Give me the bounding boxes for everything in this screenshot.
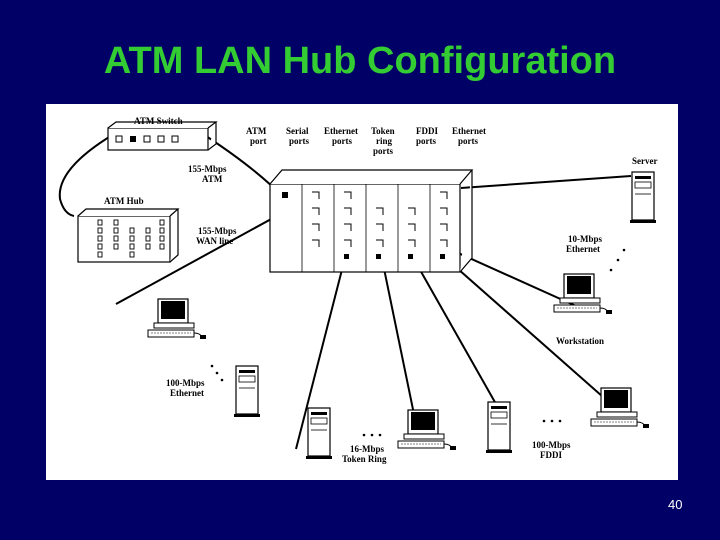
label-155-wan-2: WAN line xyxy=(196,236,233,246)
diagram-panel: ATM Switch ATM Hub xyxy=(46,104,678,480)
hub-token-ring-line-2 xyxy=(380,253,417,425)
label-atm-port-2: port xyxy=(250,136,267,146)
atm-hub: ATM Hub xyxy=(77,196,180,263)
lan-hub-chassis xyxy=(269,169,474,273)
server-label: Server xyxy=(632,156,657,166)
label-100mbps-fddi-1: 100-Mbps xyxy=(532,440,571,450)
label-ethernet-ports-2: ports xyxy=(332,136,352,146)
server: Server xyxy=(629,156,657,224)
ellipsis-dots-fddi xyxy=(542,419,562,423)
workstation-label: Workstation xyxy=(556,336,604,346)
atm-switch-label: ATM Switch xyxy=(134,116,183,126)
label-155-atm-2: ATM xyxy=(202,174,223,184)
label-ethernet-ports-b-1: Ethernet xyxy=(452,126,486,136)
label-atm-port-1: ATM xyxy=(246,126,267,136)
label-100mbps-ethernet-1: 100-Mbps xyxy=(166,378,205,388)
label-155-atm-1: 155-Mbps xyxy=(188,164,227,174)
hub-token-ring-line-1 xyxy=(295,253,347,450)
label-serial-ports-1: Serial xyxy=(286,126,309,136)
atm-hub-label: ATM Hub xyxy=(104,196,144,206)
hub-server-line xyxy=(460,175,632,189)
atm-hub-link xyxy=(58,133,115,217)
hub-fddi-line-2 xyxy=(440,253,612,405)
label-token-ring-2: ring xyxy=(376,136,393,146)
ellipsis-dots-left xyxy=(210,364,224,382)
label-16mbps-token-ring-1: 16-Mbps xyxy=(350,444,385,454)
fddi-tower xyxy=(485,401,513,454)
label-ethernet-ports-1: Ethernet xyxy=(324,126,358,136)
label-fddi-ports-2: ports xyxy=(416,136,436,146)
slide-title: ATM LAN Hub Configuration xyxy=(103,40,617,82)
token-ring-pc xyxy=(397,409,457,451)
label-token-ring-3: ports xyxy=(373,146,393,156)
left-tower xyxy=(233,365,261,418)
label-100mbps-ethernet-2: Ethernet xyxy=(170,388,204,398)
hub-workstation-line xyxy=(455,251,577,307)
label-16mbps-token-ring-2: Token Ring xyxy=(342,454,387,464)
label-10mbps-ethernet-1: 10-Mbps xyxy=(568,234,603,244)
atm-switch: ATM Switch xyxy=(107,116,218,151)
label-ethernet-ports-b-2: ports xyxy=(458,136,478,146)
network-diagram: ATM Switch ATM Hub xyxy=(58,116,657,464)
ellipsis-dots-token-ring xyxy=(362,433,382,437)
label-100mbps-fddi-2: FDDI xyxy=(540,450,562,460)
label-155-wan-1: 155-Mbps xyxy=(198,226,237,236)
ellipsis-dots-right xyxy=(609,248,626,272)
workstation: Workstation xyxy=(553,273,613,346)
hub-fddi-line-1 xyxy=(410,253,497,405)
label-fddi-ports-1: FDDI xyxy=(416,126,438,136)
label-serial-ports-2: ports xyxy=(289,136,309,146)
connection-lines xyxy=(58,133,632,450)
label-token-ring-1: Token xyxy=(371,126,395,136)
label-10mbps-ethernet-2: Ethernet xyxy=(566,244,600,254)
port-labels: ATM port Serial ports Ethernet ports Tok… xyxy=(246,126,486,156)
slide-number: 40 xyxy=(668,497,683,512)
left-pc xyxy=(147,298,207,340)
hub-to-100mbps-ethernet-line xyxy=(115,211,285,305)
token-ring-tower xyxy=(305,407,333,460)
